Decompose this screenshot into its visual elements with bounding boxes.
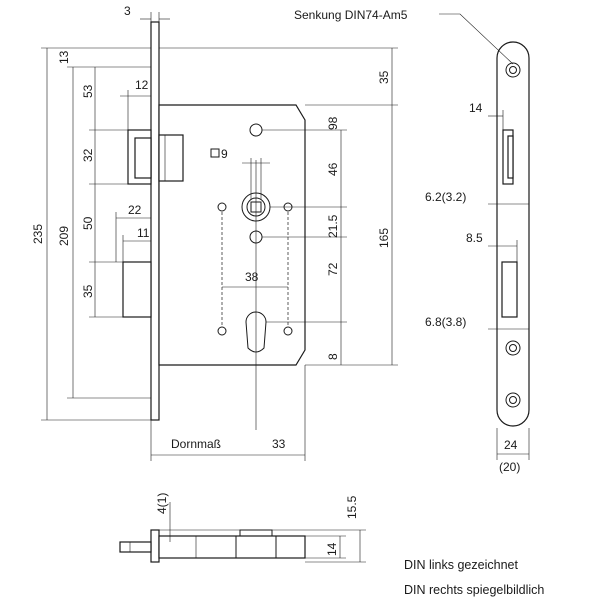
side-view: Senkung DIN74-Am5 14 6.2(3.2) 8.5 6.8(3.… [294, 8, 530, 474]
senkung-leader [439, 13, 514, 65]
dim-165: 165 [377, 228, 391, 248]
latch-housing [158, 134, 184, 182]
latch-bolt-inner [134, 137, 152, 179]
dim-50: 50 [81, 216, 95, 230]
dim-6-2: 6.2(3.2) [425, 190, 466, 204]
dim-8: 8 [326, 353, 340, 360]
dim-24: 24 [504, 438, 518, 452]
dim-dornmass: Dornmaß [171, 437, 221, 451]
dim-35-low: 35 [81, 284, 95, 298]
dim-6-8: 6.8(3.8) [425, 315, 466, 329]
dim-3: 3 [124, 4, 131, 18]
dim-9: 9 [221, 147, 228, 161]
square-symbol [210, 148, 220, 158]
hole-right-low [283, 326, 293, 336]
dim-15-5: 15.5 [345, 495, 359, 519]
dim-11: 11 [137, 226, 150, 240]
hole-left-low [217, 326, 227, 336]
faceplate [150, 21, 160, 421]
dim-72: 72 [326, 262, 340, 276]
dim-14-side: 14 [469, 101, 483, 115]
front-view: 9 [122, 21, 306, 430]
dim-33: 33 [272, 437, 286, 451]
dim-209: 209 [57, 226, 71, 246]
dim-20: (20) [499, 460, 520, 474]
dim-98: 98 [326, 116, 340, 130]
dim-53: 53 [81, 84, 95, 98]
dim-4-1: 4(1) [155, 493, 169, 514]
dim-8-5: 8.5 [466, 231, 483, 245]
dim-35-top: 35 [377, 70, 391, 84]
din-links-note: DIN links gezeichnet [404, 558, 518, 572]
bottom-bolt [119, 541, 152, 553]
dim-235: 235 [31, 224, 45, 244]
hole-left [217, 202, 227, 212]
dim-14-bottom: 14 [325, 542, 339, 556]
side-screw-bottom [505, 392, 521, 408]
dim-12: 12 [135, 78, 149, 92]
dim-46: 46 [326, 162, 340, 176]
dead-bolt [122, 261, 152, 318]
dim-32: 32 [81, 148, 95, 162]
cylinder-profile [245, 311, 267, 353]
side-screw-top [505, 62, 521, 78]
dim-21-5: 21.5 [326, 214, 340, 238]
bottom-case [158, 535, 306, 559]
side-faceplate [496, 41, 530, 427]
lock-case [158, 104, 306, 366]
side-cylinder-hole [505, 340, 521, 356]
side-deadbolt [501, 261, 518, 318]
bottom-faceplate [150, 529, 160, 563]
dim-22: 22 [128, 203, 142, 217]
dim-38: 38 [245, 270, 259, 284]
front-dimensions: 3 235 209 13 53 32 50 35 12 [31, 4, 398, 461]
dim-13: 13 [57, 50, 71, 64]
bottom-view: 4(1) 15.5 14 [119, 493, 366, 563]
din-rechts-note: DIN rechts spiegelbildlich [404, 583, 544, 597]
senkung-label: Senkung DIN74-Am5 [294, 8, 408, 22]
